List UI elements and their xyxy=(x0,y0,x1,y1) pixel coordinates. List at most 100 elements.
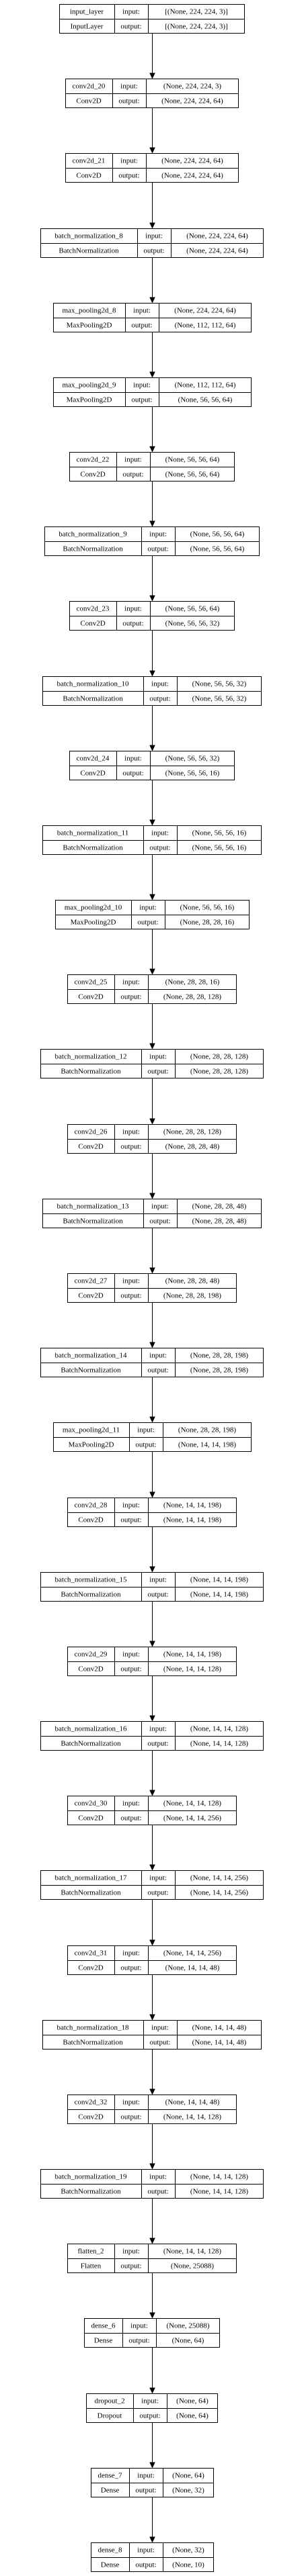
layer-type: BatchNormalization xyxy=(63,844,123,852)
input-shape: (None, 14, 14, 256) xyxy=(163,1949,221,1958)
output-shape: (None, 56, 56, 16) xyxy=(192,844,247,852)
edge-arrow-head xyxy=(149,2163,155,2170)
layer-type: Conv2D xyxy=(78,1964,103,1972)
output-shape: (None, 56, 56, 64) xyxy=(165,471,220,479)
output-label: output: xyxy=(135,2487,156,2495)
output-shape: (None, 14, 14, 128) xyxy=(190,2188,248,2196)
output-shape: (None, 56, 56, 32) xyxy=(165,620,220,628)
layer-name: dropout_2 xyxy=(94,2397,124,2405)
edge-arrow-head xyxy=(149,1267,155,1274)
layer-name: batch_normalization_19 xyxy=(55,2173,127,2181)
input-label: input: xyxy=(149,531,167,539)
output-label: output: xyxy=(120,2262,141,2270)
input-label: input: xyxy=(122,8,140,16)
layer-name: conv2d_26 xyxy=(75,1128,108,1136)
input-label: input: xyxy=(149,1725,167,1733)
output-label: output: xyxy=(120,1292,141,1300)
input-shape: (None, 64) xyxy=(172,2472,204,2480)
input-label: input: xyxy=(133,307,151,315)
layer-name: max_pooling2d_11 xyxy=(63,1426,120,1434)
input-shape: (None, 14, 14, 256) xyxy=(190,1874,248,1882)
layer-node-max_pooling2d_11: max_pooling2d_11MaxPooling2Dinput:output… xyxy=(53,1422,252,1452)
output-shape: (None, 14, 14, 256) xyxy=(190,1889,248,1897)
layer-name: dense_8 xyxy=(98,2546,122,2555)
input-label: input: xyxy=(122,1800,140,1808)
edge-arrow-head xyxy=(149,2387,155,2394)
input-label: input: xyxy=(122,1502,140,1510)
layer-name: conv2d_31 xyxy=(75,1949,108,1958)
layer-type: Conv2D xyxy=(80,620,105,628)
input-shape: (None, 28, 28, 128) xyxy=(163,1128,221,1136)
input-shape: (None, 224, 224, 64) xyxy=(186,232,248,240)
layer-name: dense_6 xyxy=(91,2322,116,2330)
layer-node-batch_normalization_14: batch_normalization_14BatchNormalization… xyxy=(40,1348,264,1377)
output-shape: (None, 14, 14, 48) xyxy=(192,2039,247,2047)
layer-type: BatchNormalization xyxy=(61,2188,121,2196)
layer-name: conv2d_22 xyxy=(77,456,110,464)
output-shape: (None, 28, 28, 16) xyxy=(180,919,235,927)
input-label: input: xyxy=(120,83,138,91)
input-label: input: xyxy=(151,2024,169,2032)
output-shape: (None, 14, 14, 198) xyxy=(190,1591,248,1599)
layer-name: conv2d_23 xyxy=(77,605,110,613)
output-label: output: xyxy=(131,322,152,330)
input-shape: (None, 25088) xyxy=(166,2322,209,2330)
layer-type: Conv2D xyxy=(78,1665,103,1673)
layer-name: batch_normalization_10 xyxy=(57,680,129,688)
edge-arrow-head xyxy=(149,1342,155,1348)
input-label: input: xyxy=(124,456,142,464)
layer-type: Conv2D xyxy=(78,1516,103,1524)
edge-arrow-head xyxy=(149,968,155,975)
input-label: input: xyxy=(149,2173,167,2181)
edge-arrow-head xyxy=(149,2312,155,2319)
edge-arrow-head xyxy=(149,147,155,154)
output-shape: (None, 64) xyxy=(172,2337,204,2345)
output-label: output: xyxy=(147,1068,168,1076)
input-label: input: xyxy=(124,605,142,613)
input-shape: (None, 28, 28, 198) xyxy=(178,1426,236,1434)
input-shape: (None, 224, 224, 3) xyxy=(163,83,221,91)
input-label: input: xyxy=(122,1949,140,1958)
edge-arrow-head xyxy=(149,819,155,826)
input-shape: (None, 112, 112, 64) xyxy=(175,381,236,389)
layer-node-batch_normalization_12: batch_normalization_12BatchNormalization… xyxy=(40,1049,264,1078)
output-label: output: xyxy=(137,919,158,927)
layer-type: BatchNormalization xyxy=(63,545,123,553)
input-shape: (None, 14, 14, 128) xyxy=(163,2248,221,2256)
output-label: output: xyxy=(149,2039,170,2047)
input-shape: (None, 14, 14, 48) xyxy=(165,2099,220,2107)
layer-type: Dropout xyxy=(98,2412,122,2420)
layer-node-batch_normalization_11: batch_normalization_11BatchNormalization… xyxy=(42,825,262,855)
layer-node-batch_normalization_13: batch_normalization_13BatchNormalization… xyxy=(42,1199,262,1228)
input-label: input: xyxy=(151,1203,169,1211)
input-shape: (None, 56, 56, 64) xyxy=(165,605,220,613)
output-label: output: xyxy=(122,770,143,778)
layer-type: Conv2D xyxy=(76,172,101,180)
edge-arrow-head xyxy=(149,670,155,677)
layer-name: batch_normalization_16 xyxy=(55,1725,127,1733)
layer-node-input_layer: input_layerInputLayerinput:output:[(None… xyxy=(59,4,245,34)
input-label: input: xyxy=(149,1352,167,1360)
layer-type: BatchNormalization xyxy=(63,2039,123,2047)
layer-name: batch_normalization_13 xyxy=(57,1203,129,1211)
output-label: output: xyxy=(120,1665,141,1673)
input-label: input: xyxy=(137,2546,155,2555)
layer-type: Dense xyxy=(101,2487,120,2495)
layer-type: Flatten xyxy=(81,2262,102,2270)
output-shape: (None, 25088) xyxy=(171,2262,214,2270)
layer-name: dense_7 xyxy=(98,2472,122,2480)
output-label: output: xyxy=(131,396,152,404)
layer-type: BatchNormalization xyxy=(63,695,123,703)
output-shape: (None, 28, 28, 48) xyxy=(192,1217,247,1226)
output-shape: (None, 224, 224, 64) xyxy=(186,247,248,255)
layer-name: conv2d_32 xyxy=(75,2099,108,2107)
edge-arrow-head xyxy=(149,2014,155,2021)
layer-name: batch_normalization_11 xyxy=(57,829,129,837)
input-label: input: xyxy=(120,157,138,165)
layer-name: flatten_2 xyxy=(77,2248,104,2256)
